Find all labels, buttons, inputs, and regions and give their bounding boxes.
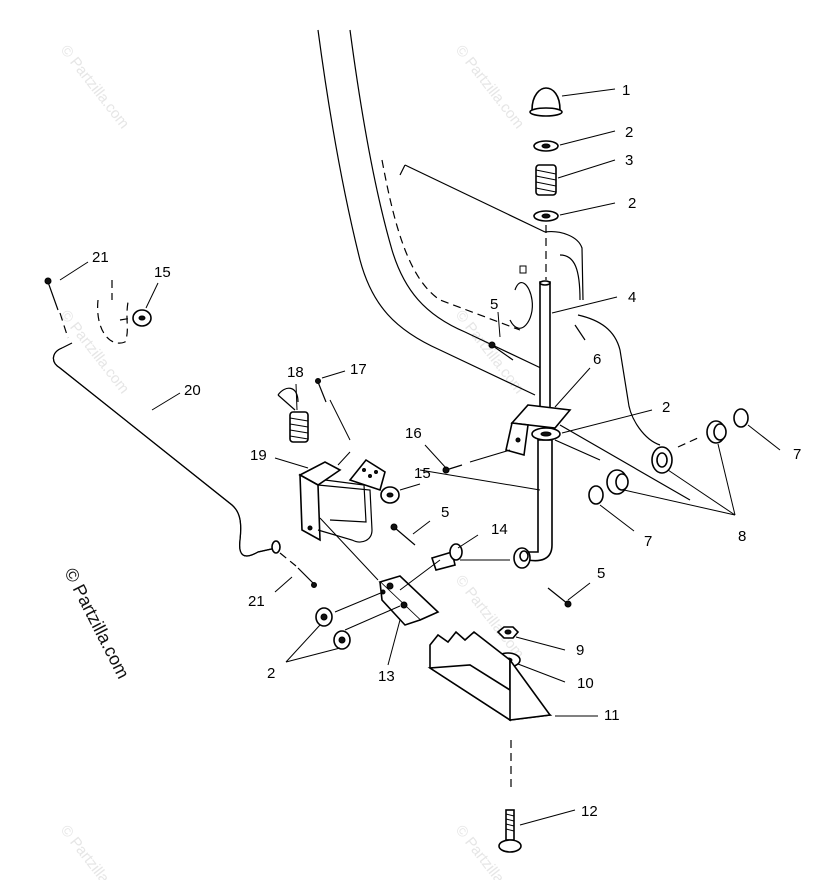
callout-8: 8: [738, 528, 746, 545]
assembly-guide: [329, 399, 351, 441]
mount-bracket: [554, 314, 691, 501]
callout-16: 16: [405, 425, 422, 442]
callout-5: 5: [597, 565, 605, 582]
part-8-bushing: [706, 420, 727, 444]
assembly-guide: [119, 317, 133, 321]
assembly-guide: [319, 517, 379, 581]
part-7-washer: [733, 408, 749, 428]
callout-6: 6: [593, 351, 601, 368]
callout-4: 4: [628, 289, 636, 306]
part-19-lever: [298, 461, 373, 543]
watermark: © Partzilla.com: [452, 42, 528, 132]
assembly-guide: [279, 552, 297, 567]
part-18-spring: [277, 387, 309, 443]
part-5-bolt: [547, 587, 572, 608]
callout-15: 15: [154, 264, 171, 281]
callout-19: 19: [250, 447, 267, 464]
part-21-cotter-pin: [44, 277, 59, 311]
lever-pad: [348, 458, 386, 492]
watermark: © Partzilla.com: [57, 307, 133, 397]
assembly-guide: [677, 436, 701, 448]
assembly-guide: [344, 605, 401, 631]
part-8-bushing: [606, 469, 629, 495]
callout-13: 13: [378, 668, 395, 685]
callout-20: 20: [184, 382, 201, 399]
callout-7: 7: [793, 446, 801, 463]
watermarks: © Partzilla.com © Partzilla.com © Partzi…: [57, 42, 528, 880]
callout-15: 15: [414, 465, 431, 482]
part-2-washer-hole: [338, 636, 346, 644]
assembly-guide: [469, 449, 511, 463]
callout-2: 2: [628, 195, 636, 212]
part-2-washer-hole: [541, 143, 551, 149]
callout-5: 5: [441, 504, 449, 521]
part-6-plate: [505, 404, 572, 457]
assembly-guide: [419, 469, 541, 491]
part-21-cotter-pin: [297, 567, 317, 588]
part-15-washer: [132, 309, 152, 327]
part-5-bolt: [390, 523, 416, 546]
part-20-linkage-rod: [52, 342, 281, 557]
part-9-nut: [496, 626, 520, 639]
body-panel: [317, 29, 584, 396]
callout-7: 7: [644, 533, 652, 550]
leader-lines: [59, 88, 781, 826]
assembly-guide: [334, 591, 384, 613]
part-1-cap: [529, 87, 563, 117]
rod-end-bushing: [513, 547, 531, 569]
callout-2: 2: [267, 665, 275, 682]
part-11-pedal-pad: [427, 630, 553, 722]
part-14-pin: [430, 543, 463, 571]
watermark: © Partzilla.com: [452, 307, 528, 397]
part-16-bolt: [442, 464, 463, 474]
part-8-bushing: [651, 446, 673, 474]
assembly-guide: [399, 559, 441, 591]
callout-12: 12: [581, 803, 598, 820]
copyright-watermark: © Partzilla.com: [60, 565, 133, 682]
callout-18: 18: [287, 364, 304, 381]
assembly-guide: [97, 299, 129, 344]
part-13-pedal-arm: [378, 575, 440, 626]
callout-14: 14: [491, 521, 508, 538]
part-5-bolt: [488, 341, 514, 361]
callouts: 1 2 3 2 4 5 6 2 7 8 7 16 15 5 14 5 9 10 …: [92, 82, 801, 820]
assembly-guide: [337, 451, 351, 466]
part-2-washer-hole: [541, 213, 551, 219]
part-12-bolt: [498, 809, 522, 853]
callout-3: 3: [625, 152, 633, 169]
callout-21: 21: [248, 593, 265, 610]
callout-17: 17: [350, 361, 367, 378]
part-15-washer: [380, 486, 400, 504]
callout-1: 1: [622, 82, 630, 99]
part-2-washer-hole: [540, 431, 552, 437]
watermark: © Partzilla.com: [57, 42, 133, 132]
part-3-spring: [535, 164, 557, 196]
callout-5: 5: [490, 296, 498, 313]
callout-9: 9: [576, 642, 584, 659]
callout-2: 2: [625, 124, 633, 141]
part-2-washer-hole: [320, 613, 328, 621]
callout-11: 11: [604, 707, 620, 724]
callout-2: 2: [662, 399, 670, 416]
callout-10: 10: [577, 675, 594, 692]
part-17-pin: [315, 378, 327, 403]
part-7-washer: [588, 485, 604, 505]
callout-21: 21: [92, 249, 109, 266]
watermark: © Partzilla.com: [57, 822, 133, 880]
assembly-guide: [59, 312, 69, 339]
